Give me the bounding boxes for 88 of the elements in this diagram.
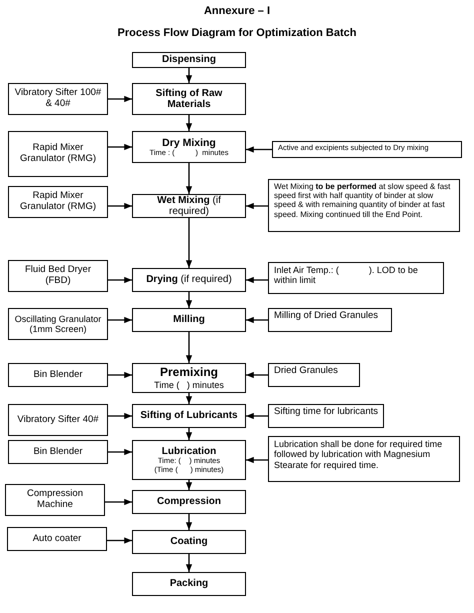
step-label: Wet Mixing (if required) [156,194,222,218]
step-label: Inlet Air Temp.: ( ). LOD to be within limit [274,265,419,286]
step-label: Rapid Mixer Granulator (RMG) [18,191,97,213]
arrow [246,276,268,284]
step-label: Drying (if required) [146,274,232,286]
arrow [186,115,192,131]
step-label: Sifting time for lubricants [274,407,378,418]
process-box [132,52,246,68]
arrow [186,292,192,308]
equipment-box [8,440,108,464]
step-label: Milling [173,314,205,326]
process-box [132,572,246,596]
note-box [268,179,460,232]
arrow [108,144,132,150]
heading-label: Annexure – I [202,5,272,17]
arrow [108,96,132,102]
arrow [108,372,132,378]
arrow [246,316,268,324]
step-label: Milling of Dried Granules [274,311,378,322]
arrow [108,412,132,420]
arrow [108,202,132,210]
process-box [132,404,246,428]
step-label: Sifting of Raw Materials [154,88,224,110]
arrow [108,316,132,324]
equipment-box [8,404,108,436]
step-label: Lubrication shall be done for required time followed by lubrication with Magnesium Stearate for required time. [274,439,444,470]
process-box [132,194,246,218]
arrow [186,163,192,194]
arrow [186,554,192,572]
step-label: Auto coater [32,534,82,544]
note-box [268,363,360,387]
process-box [132,530,246,554]
step-label: Compression [157,496,221,508]
step-label: Bin Blender [33,370,83,380]
arrow [105,498,132,506]
note-box [272,141,462,158]
equipment-box [8,186,108,218]
arrow [246,412,268,420]
step-label: Dried Granules [274,366,338,377]
step-label: Dispensing [162,54,216,66]
note-box [268,436,460,482]
process-box [132,490,246,514]
equipment-box [8,260,108,292]
step-label: Wet Mixing to be performed at slow speed & fast speed first with half quantity of binder at slow speed & with remaining quantity of binder at fast speed. Mixing continued till the End Point. [274,182,452,219]
process-box [132,83,246,115]
process-box [132,308,246,332]
detail-text: Time ( ) minutes [154,380,224,390]
diagram-title: Process Flow Diagram for Optimization Batch [116,27,358,39]
arrow [186,514,192,530]
equipment-box [7,527,107,551]
step-label: Oscillating Granulator (1mm Screen) [14,314,102,334]
arrow [246,146,272,153]
note-box [268,262,444,294]
arrow [246,372,268,378]
equipment-box [5,484,105,516]
arrow [186,393,192,404]
arrow [186,218,192,268]
equipment-box [8,363,108,387]
step-label: Compression Machine [26,489,84,511]
arrow [186,332,192,363]
arrow [186,68,192,83]
process-box [132,268,246,292]
step-label: Rapid Mixer Granulator (RMG) [18,143,97,165]
arrow [186,480,192,490]
step-label: Packing [170,578,208,590]
step-label: Coating [170,536,208,548]
step-label: Vibratory Sifter 40# [17,414,99,426]
arrow [107,537,132,544]
note-box [268,308,392,332]
step-label: Premixing [160,366,218,380]
arrow [108,276,132,284]
note-box [268,404,384,428]
process-box [132,131,246,163]
step-label: Dry Mixing [162,136,216,149]
step-label: Sifting of Lubricants [140,410,238,422]
process-box [132,440,246,480]
equipment-box [8,308,108,340]
step-label: Vibratory Sifter 100# & 40# [14,88,102,110]
arrow [186,428,192,440]
step-label: Fluid Bed Dryer (FBD) [24,265,92,287]
arrow [246,456,268,464]
equipment-box [8,131,108,177]
step-label: Lubrication [162,446,216,458]
step-label: Bin Blender [33,446,83,458]
arrow [108,448,132,456]
arrow [246,202,268,210]
equipment-box [8,83,108,115]
process-box [132,363,246,393]
